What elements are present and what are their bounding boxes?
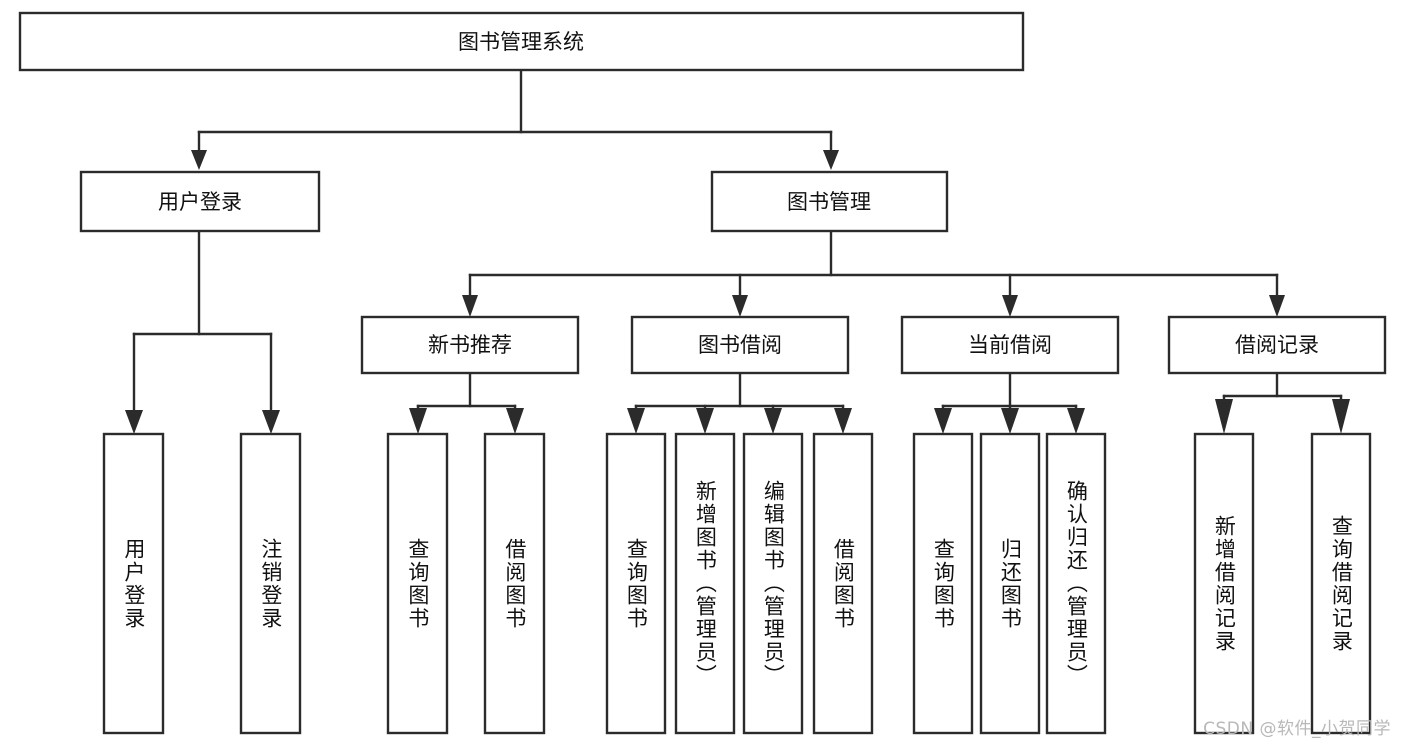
connector-borrowrecord-to-leaves (1215, 371, 1350, 434)
node-borrow-record-box[interactable] (1167, 315, 1387, 375)
arrow-head-newbook-leaf-2 (506, 408, 524, 434)
arrow-head-bookborrow-leaf-3 (764, 408, 782, 434)
node-book-management-box[interactable] (710, 170, 949, 233)
node-book-management[interactable]: 图书管理 (710, 170, 949, 233)
node-user-login-label: 用户登录 (158, 190, 242, 214)
leaf-box-query-book-2[interactable] (605, 432, 667, 735)
watermark-text: CSDN @软件_小贺同学 (1203, 719, 1391, 739)
leaf-box-add-borrow-record[interactable] (1193, 432, 1255, 735)
arrow-head-currentborrow-leaf-2 (1001, 408, 1019, 434)
arrow-head-currentborrow-leaf-3 (1067, 408, 1085, 434)
leaf-boxes-new-book-recommend (386, 432, 546, 735)
leaf-boxes-book-borrow (605, 432, 874, 735)
leaf-box-query-book-1[interactable] (386, 432, 449, 735)
arrow-head-bookborrow-leaf-2 (696, 408, 714, 434)
connector-root-to-level1 (191, 68, 839, 170)
arrow-head-borrowrecord-leaf-1 (1215, 399, 1233, 434)
node-borrow-record[interactable]: 借阅记录 (1167, 315, 1387, 375)
node-current-borrow-box[interactable] (900, 315, 1120, 375)
leaf-box-add-book-admin[interactable] (674, 432, 736, 735)
node-book-borrow-box[interactable] (630, 315, 850, 375)
node-current-borrow-label: 当前借阅 (968, 333, 1052, 357)
node-root-label: 图书管理系统 (458, 30, 584, 54)
arrow-head-borrowrecord-leaf-2 (1332, 399, 1350, 434)
leaf-box-return-book[interactable] (979, 432, 1041, 735)
connector-bookmanage-to-level2 (462, 231, 1285, 317)
node-new-book-recommend-label: 新书推荐 (428, 333, 512, 357)
connector-userlogin-to-leaves (125, 231, 280, 434)
node-current-borrow[interactable]: 当前借阅 (900, 315, 1120, 375)
arrow-head-borrow-record (1269, 295, 1285, 317)
node-borrow-record-label: 借阅记录 (1235, 333, 1319, 357)
node-new-book-recommend-box[interactable] (360, 315, 580, 375)
arrow-head-bookborrow-leaf-4 (834, 408, 852, 434)
leaf-boxes-borrow-record (1193, 432, 1372, 735)
arrow-head-leaf-logout (262, 410, 280, 434)
node-new-book-recommend[interactable]: 新书推荐 (360, 315, 580, 375)
leaf-box-user-login[interactable] (102, 432, 165, 735)
arrow-head-user-login (191, 150, 207, 170)
leaf-box-query-borrow-record[interactable] (1310, 432, 1372, 735)
node-root-book-management-system[interactable]: 图书管理系统 (18, 11, 1025, 72)
arrow-head-currentborrow-leaf-1 (934, 408, 952, 434)
arrow-head-newbook-leaf-1 (409, 408, 427, 434)
arrow-head-current-borrow (1002, 295, 1018, 317)
node-root-box[interactable] (18, 11, 1025, 72)
connector-currentborrow-to-leaves (934, 371, 1085, 434)
node-user-login[interactable]: 用户登录 (79, 170, 321, 233)
leaf-box-borrow-book-1[interactable] (483, 432, 546, 735)
leaf-box-borrow-book-2[interactable] (812, 432, 874, 735)
node-user-login-box[interactable] (79, 170, 321, 233)
arrow-head-book-manage (823, 150, 839, 170)
arrow-head-book-borrow (732, 295, 748, 317)
node-book-management-label: 图书管理 (787, 190, 871, 214)
leaf-box-query-book-3[interactable] (912, 432, 974, 735)
connector-newbook-to-leaves (409, 371, 524, 434)
connector-bookborrow-to-leaves (627, 371, 852, 434)
node-book-borrow-label: 图书借阅 (698, 333, 782, 357)
leaf-boxes-user-login (102, 432, 302, 735)
arrow-head-bookborrow-leaf-1 (627, 408, 645, 434)
leaf-box-edit-book-admin[interactable] (742, 432, 804, 735)
leaf-boxes-current-borrow (912, 432, 1107, 735)
arrow-head-new-book (462, 295, 478, 317)
leaf-box-logout[interactable] (239, 432, 302, 735)
leaf-box-confirm-return-admin[interactable] (1045, 432, 1107, 735)
arrow-head-leaf-user-login (125, 410, 143, 434)
node-book-borrow[interactable]: 图书借阅 (630, 315, 850, 375)
